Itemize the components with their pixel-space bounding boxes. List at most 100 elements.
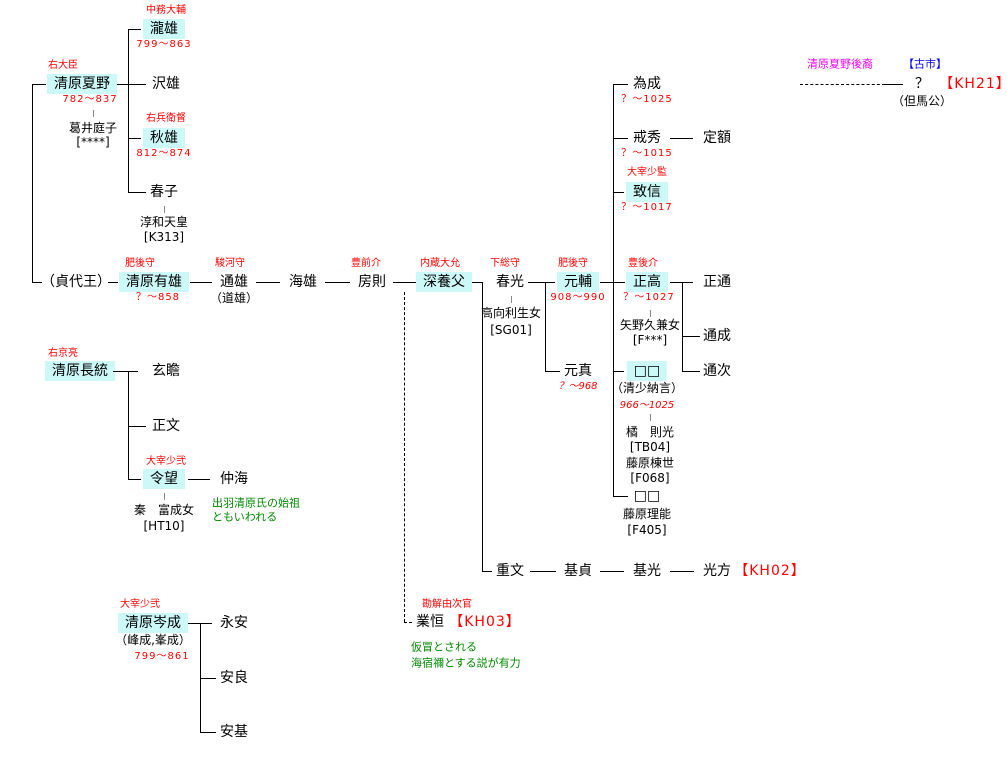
person-name-natsuno-name: 清原夏野 <box>47 74 117 94</box>
person-name-michio-name: 通雄 <box>220 274 248 290</box>
connector-line <box>108 282 118 283</box>
person-name-kaishu-name: 戒秀 <box>633 130 661 146</box>
reference-code-mitsukata-ref[interactable]: 【KH02】 <box>734 563 806 579</box>
office-title-fukayabu-office: 内蔵大允 <box>420 258 460 269</box>
connector-line <box>545 371 560 372</box>
spouse-info-haruko-spouse-code: [K313] <box>143 230 185 244</box>
life-dates-motozane-dates: ？〜968 <box>558 381 598 392</box>
connector-line <box>325 282 350 283</box>
reference-code-narihisa-ref[interactable]: 【KH03】 <box>449 614 521 630</box>
connector-line <box>482 571 492 572</box>
spouse-info-sei-spouse-code: [TB04] <box>629 440 671 454</box>
connector-line <box>682 282 683 371</box>
spouse-tick <box>164 206 165 213</box>
office-title-minenari-office: 大宰少弐 <box>120 599 160 610</box>
connector-line <box>613 371 624 372</box>
connector-line <box>32 84 46 85</box>
connector-line <box>128 426 146 427</box>
connector-line <box>128 371 129 479</box>
spouse-info-harumitsu-spouse-code: [SG01] <box>490 323 532 337</box>
person-name-jogaku-name: 定額 <box>703 130 731 146</box>
office-title-fusanori-office: 豊前介 <box>351 258 381 269</box>
person-name-takio-name: 瀧雄 <box>143 19 185 39</box>
connector-line <box>113 371 138 372</box>
person-name-shigefumi-name: 重文 <box>496 563 524 579</box>
spouse-tick <box>511 296 512 303</box>
lineage-label-header-descendants: 清原夏野後裔 <box>807 57 873 71</box>
person-name-motosada-name: 基貞 <box>564 563 592 579</box>
group-label-header-group: 【古市】 <box>903 57 947 71</box>
office-title-michio-office: 駿河守 <box>215 258 245 269</box>
dashed-connector-line <box>404 292 405 622</box>
spouse-tick <box>93 110 94 117</box>
connector-line <box>32 282 42 283</box>
connector-line <box>188 479 210 480</box>
office-title-harumitsu-office: 下総守 <box>490 258 520 269</box>
connector-line <box>128 192 146 193</box>
person-name-michinari-name: 通成 <box>703 328 731 344</box>
person-name-harumitsu-name: 春光 <box>496 274 524 290</box>
reference-code-unknown-ref[interactable]: 【KH21】 <box>939 76 1007 92</box>
person-name-nakami-name: 仲海 <box>220 471 248 487</box>
person-name-anryo-name: 安良 <box>220 670 248 686</box>
person-name-munenobu-name: 致信 <box>626 182 668 202</box>
connector-line <box>682 371 700 372</box>
person-name-masafumi-name: 正文 <box>152 418 180 434</box>
connector-line <box>613 496 628 497</box>
person-name-fusanori-name: 房則 <box>358 274 386 290</box>
spouse-info-masataka-spouse: 矢野久兼女 <box>619 318 681 332</box>
life-dates-motosuke-dates: 908〜990 <box>550 292 606 303</box>
life-dates-ario-dates: ？〜858 <box>135 292 181 303</box>
life-dates-tamenari-dates: ？〜1025 <box>621 94 673 105</box>
connector-line <box>393 282 416 283</box>
connector-line <box>472 282 482 283</box>
connector-line <box>482 282 483 571</box>
dashed-connector-line <box>800 84 885 85</box>
connector-line <box>256 282 280 283</box>
connector-line <box>32 84 33 282</box>
spouse-info-harumitsu-spouse: 高向利生女 <box>480 306 542 320</box>
person-name-motomitsu-name: 基光 <box>633 563 661 579</box>
life-dates-natsuno-dates: 782〜837 <box>62 94 118 105</box>
person-name-sawao-name: 沢雄 <box>152 76 180 92</box>
connector-line <box>670 282 693 283</box>
person-name-fukayabu-name: 深養父 <box>416 272 472 292</box>
office-title-natsuno-office: 右大臣 <box>48 60 78 71</box>
connector-line <box>545 282 546 371</box>
person-name-eian-name: 永安 <box>220 615 248 631</box>
person-name-tamenari-name: 為成 <box>633 76 661 92</box>
person-name-nagamune-name: 清原長統 <box>45 361 115 381</box>
connector-line <box>682 336 700 337</box>
office-title-masataka-office: 豊後介 <box>628 258 658 269</box>
spouse-info-natsuno-spouse-code: [****] <box>76 135 110 149</box>
person-name-motozane-name: 元真 <box>564 363 592 379</box>
person-name-narihisa-name: 業恒 <box>416 614 444 630</box>
connector-line <box>128 479 141 480</box>
person-name-akio-name: 秋雄 <box>143 128 185 148</box>
connector-line <box>128 84 146 85</box>
spouse-info-sei-alias: （清少納言） <box>610 381 684 395</box>
spouse-info-natsuno-spouse: 葛井庭子 <box>68 121 118 135</box>
connector-line <box>128 29 141 30</box>
office-title-akio-office: 右兵衛督 <box>146 113 186 124</box>
spouse-info-masataka-spouse-code: [F***] <box>632 333 668 347</box>
spouse-info-sei-spouse: 橘 則光 <box>625 425 675 439</box>
office-title-takio-office: 中務大輔 <box>146 5 186 16</box>
connector-line <box>200 732 216 733</box>
connector-line <box>117 84 128 85</box>
person-name-gensen-name: 玄瞻 <box>152 363 180 379</box>
connector-line <box>670 138 693 139</box>
note-text-note-1: 海宿禰とする説が有力 <box>411 656 521 670</box>
spouse-tick <box>164 493 165 500</box>
connector-line <box>670 571 694 572</box>
connector-line <box>613 192 624 193</box>
spouse-info-daughter-spouse: 藤原理能 <box>622 507 672 521</box>
office-title-narihisa-office: 勘解由次官 <box>422 599 472 610</box>
spouse-info-yoshimochi-spouse-code: [HT10] <box>143 519 185 533</box>
note-text-note-0: 仮冒とされる <box>411 640 477 654</box>
spouse-info-unknown-alias: （但馬公） <box>891 94 953 108</box>
life-dates-kaishu-dates: ？〜1015 <box>621 148 673 159</box>
spouse-tick <box>650 414 651 421</box>
connector-line <box>613 84 614 496</box>
spouse-tick <box>650 310 651 317</box>
